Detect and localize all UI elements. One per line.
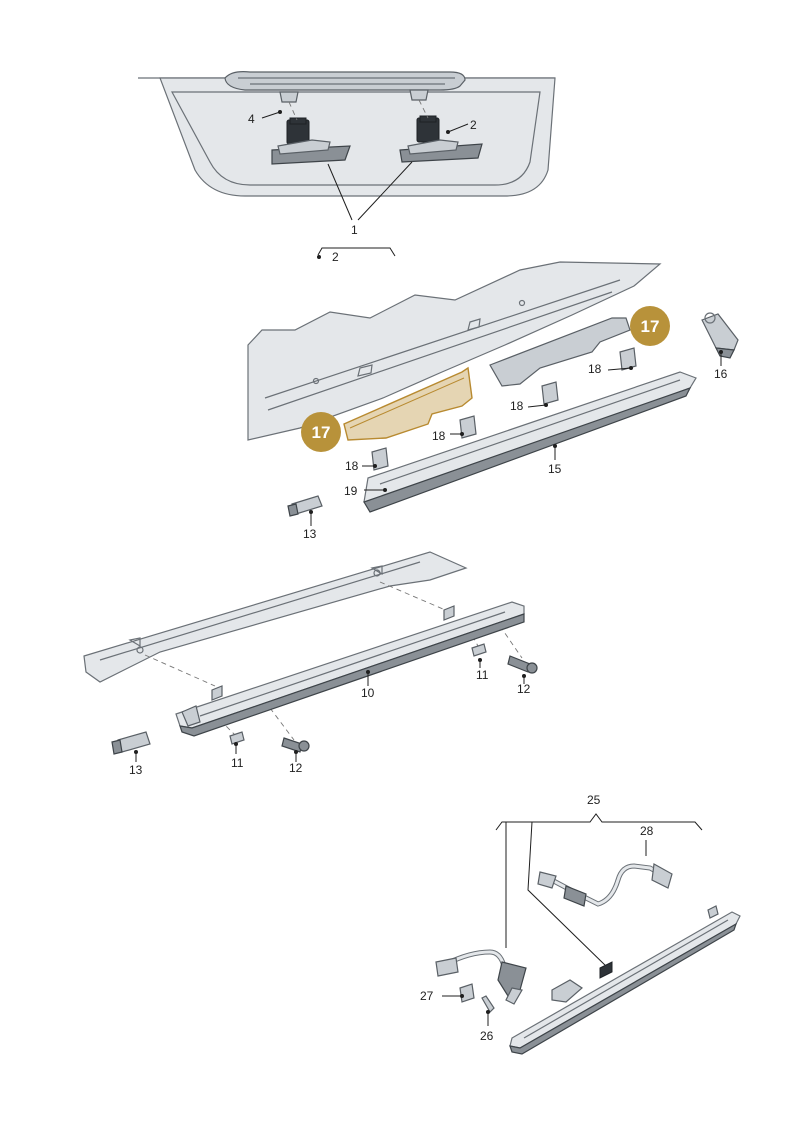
label-28: 28 xyxy=(640,824,654,838)
label-18-a: 18 xyxy=(588,362,602,376)
label-10: 10 xyxy=(361,686,375,700)
tailgate-top-assembly xyxy=(138,71,556,221)
bulb-holder-13-top xyxy=(287,495,323,517)
callout-17-right-text: 17 xyxy=(641,317,660,336)
label-18-c: 18 xyxy=(432,429,446,443)
brake-light-assembly xyxy=(509,905,741,1055)
label-18-b: 18 xyxy=(510,399,524,413)
label-12-right: 12 xyxy=(517,682,531,696)
label-2-top: 2 xyxy=(470,118,477,132)
clip-left xyxy=(279,91,299,103)
bulb-11-left xyxy=(229,731,245,745)
small-parts-26-27 xyxy=(442,983,495,1026)
trim-piece-17-right xyxy=(489,317,631,387)
label-19: 19 xyxy=(344,484,358,498)
label-15: 15 xyxy=(548,462,562,476)
leaders-group-3 xyxy=(134,658,526,762)
wiring-harness-28 xyxy=(537,863,673,907)
clip-27 xyxy=(459,983,475,1003)
bracket-25 xyxy=(495,813,703,831)
socket-harness xyxy=(435,949,527,1005)
bulb-11-right xyxy=(471,643,487,657)
label-4: 4 xyxy=(248,112,255,126)
screw-12-right xyxy=(507,655,531,673)
label-13-bottom: 13 xyxy=(129,763,143,777)
label-12-left: 12 xyxy=(289,761,303,775)
callout-badge-17-left: 17 xyxy=(301,412,341,452)
leaders-group-2 xyxy=(309,350,723,526)
spoiler-panel-assembly xyxy=(247,261,662,441)
bulb-26 xyxy=(481,995,495,1013)
dot-2 xyxy=(317,255,321,259)
label-13-top: 13 xyxy=(303,527,317,541)
screw-12-left xyxy=(281,737,303,753)
label-27: 27 xyxy=(420,989,434,1003)
brake-light-housing-15 xyxy=(363,347,697,513)
callout-17-left-text: 17 xyxy=(312,423,331,442)
screws-and-holders xyxy=(111,643,538,755)
label-11-right: 11 xyxy=(476,668,489,682)
license-plate-light-right xyxy=(399,115,483,163)
bulb-holder-13-bottom xyxy=(117,731,151,753)
clip-right xyxy=(409,89,429,101)
highlighted-seal-17-left xyxy=(343,366,473,441)
leader-25 xyxy=(505,821,609,969)
license-plate-light-left xyxy=(271,117,351,165)
label-18-d: 18 xyxy=(345,459,359,473)
bracket-1 xyxy=(317,247,396,257)
label-11-left: 11 xyxy=(231,756,244,770)
label-16: 16 xyxy=(714,367,728,381)
label-25: 25 xyxy=(587,793,601,807)
callout-badge-17-right: 17 xyxy=(630,306,670,346)
light-bar-assembly xyxy=(83,551,525,741)
label-26: 26 xyxy=(480,1029,494,1043)
label-1: 1 xyxy=(351,223,358,237)
label-2-bracket: 2 xyxy=(332,250,339,264)
